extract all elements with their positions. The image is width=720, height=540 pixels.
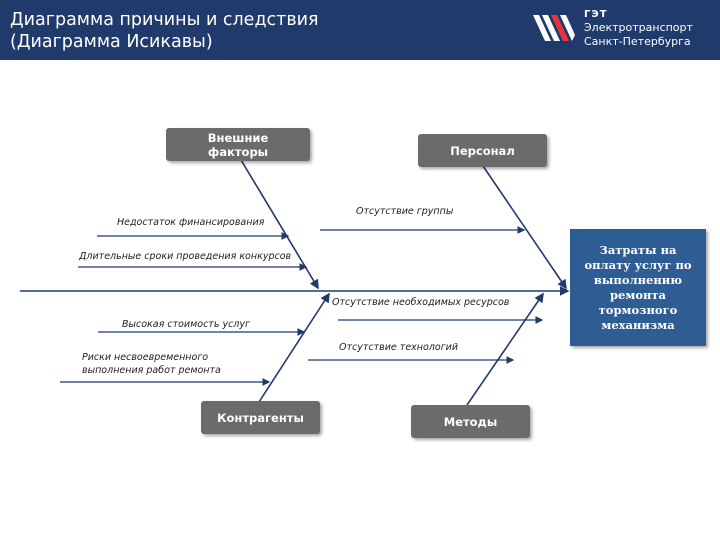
bone-contractors [258, 292, 330, 403]
cause-risks-line1: Риски несвоевременного [82, 352, 209, 363]
category-external: Внешние факторы [166, 128, 310, 161]
logo-line1: Электротранспорт [584, 21, 693, 34]
category-personnel: Персонал [418, 134, 547, 167]
effect-box: Затраты на оплату услуг по выполнению ре… [570, 229, 706, 346]
bone-personnel [482, 165, 567, 290]
logo-text: ГЭТ Электротранспорт Санкт-Петербурга [584, 8, 693, 49]
logo-abbr: ГЭТ [584, 9, 608, 20]
page-title: Диаграмма причины и следствия (Диаграмма… [10, 9, 319, 53]
cause-high-cost: Высокая стоимость услуг [122, 319, 250, 330]
cause-no-resources: Отсутствие необходимых ресурсов [332, 297, 510, 308]
cause-long-terms: Длительные сроки проведения конкурсов [79, 251, 292, 262]
category-external-label: Внешние факторы [207, 130, 269, 159]
bone-methods [466, 292, 544, 406]
header-bar: Диаграмма причины и следствия (Диаграмма… [0, 0, 720, 60]
effect-label: Затраты на оплату услуг по выполнению ре… [584, 242, 692, 332]
category-methods-label: Методы [443, 414, 498, 429]
category-methods: Методы [411, 405, 530, 438]
cause-no-group: Отсутствие группы [356, 206, 454, 217]
cause-no-tech: Отсутствие технологий [339, 342, 459, 353]
category-personnel-label: Персонал [450, 143, 515, 158]
page-title-line1: Диаграмма причины и следствия [10, 10, 319, 30]
logo-line2: Санкт-Петербурга [584, 35, 691, 48]
category-contractors: Контрагенты [201, 401, 320, 434]
cause-funding: Недостаток финансирования [117, 217, 265, 228]
page-title-line2: (Диаграмма Исикавы) [10, 32, 213, 52]
get-logo-icon [533, 15, 575, 41]
cause-risks-line2: выполнения работ ремонта [82, 365, 221, 376]
category-contractors-label: Контрагенты [217, 410, 304, 425]
